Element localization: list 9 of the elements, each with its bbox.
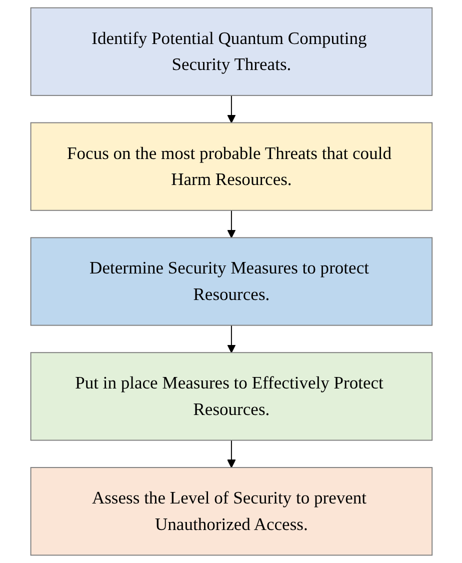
- node-box: Determine Security Measures to protect Resources.: [30, 237, 432, 326]
- node-box: Focus on the most probable Threats that could Harm Resources.: [30, 122, 432, 211]
- arrow: [226, 440, 236, 468]
- arrow: [226, 210, 236, 238]
- arrow: [226, 94, 236, 124]
- node-box: Assess the Level of Security to prevent Unauthorized Access.: [30, 467, 432, 556]
- node-box: Identify Potential Quantum Computing Security Threats.: [30, 7, 432, 96]
- node-box: Put in place Measures to Effectively Protect Resources.: [30, 352, 432, 441]
- arrow: [226, 324, 236, 353]
